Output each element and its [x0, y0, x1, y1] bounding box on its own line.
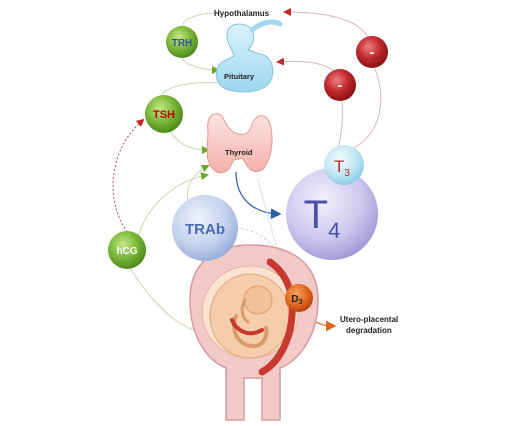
- placenta: [230, 258, 296, 376]
- d3-node: [285, 284, 313, 312]
- tsh-node: [145, 95, 183, 133]
- thyroid-gland: [206, 113, 273, 174]
- pituitary-label: Pituitary: [224, 72, 255, 81]
- t3-label: T3: [334, 157, 350, 179]
- hcg-label: hCG: [116, 246, 137, 257]
- minus-label-top: -: [370, 44, 375, 60]
- hypothalamus-label: Hypothalamus: [214, 9, 270, 18]
- d3-label: D3: [291, 294, 302, 306]
- hcg-node: [108, 231, 146, 269]
- utero-placental-label-line2: degradation: [346, 326, 392, 335]
- tsh-label: TSH: [153, 109, 175, 121]
- inhibition-node-bottom: [324, 69, 356, 101]
- trab-label: TRAb: [185, 221, 225, 238]
- utero-placental-label-line1: Utero-placental: [340, 315, 398, 324]
- t4-label: T4: [304, 193, 341, 243]
- trh-label: TRH: [172, 38, 193, 49]
- inhibition-node-top: [356, 36, 388, 68]
- t3-node: [324, 145, 364, 185]
- fetus: [209, 273, 291, 359]
- thyroid-label: Thyroid: [225, 148, 253, 157]
- t4-node: [286, 168, 378, 260]
- pituitary-gland: [215, 19, 283, 93]
- trab-node: [172, 195, 238, 261]
- minus-label-bottom: -: [338, 77, 343, 93]
- trh-node: [166, 26, 198, 58]
